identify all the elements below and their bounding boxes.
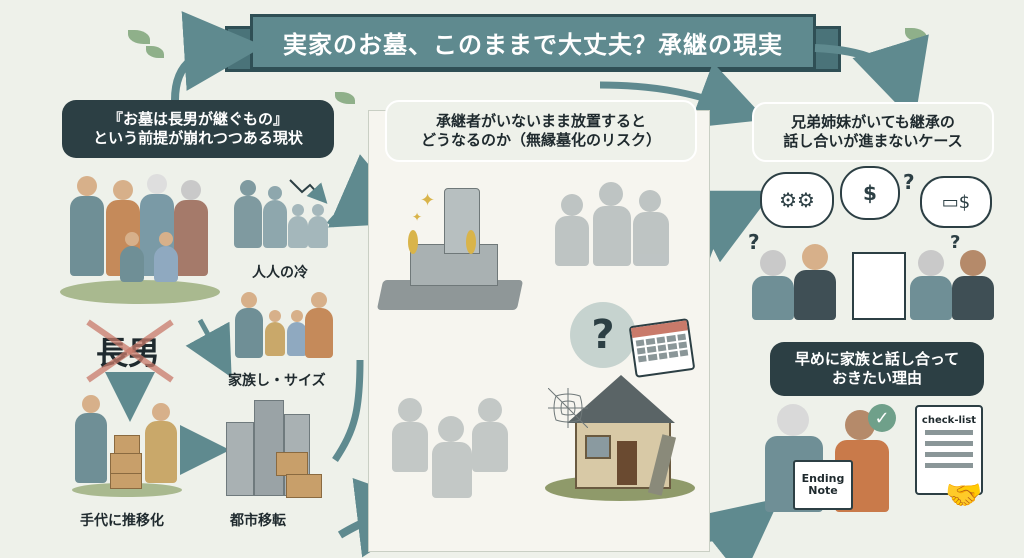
- question-mark-icon: ?: [748, 230, 760, 254]
- right-bottom-heading-line1: 早めに家族と話し合って: [794, 349, 960, 368]
- eldest-son-crossed: 長男: [82, 318, 178, 384]
- ending-note-line1: Ending: [801, 471, 845, 485]
- grave-illustration: [376, 180, 524, 315]
- thought-bubble-gears: ⚙⚙: [760, 172, 834, 228]
- left-heading-line1: 『お墓は長男が継ぐもの』: [107, 109, 288, 128]
- traditional-family-illustration: [55, 170, 225, 310]
- right-bottom-heading: 早めに家族と話し合って おきたい理由: [770, 342, 984, 396]
- ending-note-line2: Note: [808, 484, 838, 497]
- right-top-heading-line2: 話し合いが進まないケース: [783, 132, 963, 150]
- thought-bubble-cash: ▭$: [920, 176, 992, 228]
- small-family-illustration: [235, 292, 335, 362]
- siblings-discussion-illustration: [752, 242, 1002, 322]
- faded-people-top: [555, 182, 685, 282]
- question-mark-icon: ?: [950, 232, 961, 253]
- caption-top-right: 人人の冷: [252, 265, 308, 281]
- leaf-decoration: [335, 92, 355, 104]
- caption-bottom-left: 手代に推移化: [80, 513, 164, 529]
- sparkle-icon: ✦: [420, 190, 436, 211]
- page-title: 実家のお墓、このままで大丈夫？承継の現実: [250, 14, 816, 70]
- arrow-bottom-left: [332, 359, 364, 462]
- leaf-decoration: [128, 30, 150, 44]
- handshake-icon: 🤝: [945, 478, 983, 513]
- faded-people-bottom: [390, 392, 520, 502]
- abandoned-house-illustration: [545, 375, 700, 505]
- thought-bubble-money: $: [840, 166, 900, 220]
- arrow-family-to-small: [185, 318, 232, 378]
- caption-bottom-right: 都市移転: [230, 513, 286, 529]
- middle-heading-line2: どうなるのか（無縁墓化のリスク）: [420, 131, 661, 149]
- right-bottom-heading-line2: おきたい理由: [831, 369, 922, 387]
- middle-heading: 承継者がいないまま放置すると どうなるのか（無縁墓化のリスク）: [385, 100, 697, 162]
- leaf-decoration: [146, 46, 164, 58]
- arrow-title-right: [814, 34, 929, 123]
- right-top-heading-line1: 兄弟姉妹がいても継承の: [791, 112, 955, 131]
- middle-heading-line1: 承継者がいないまま放置すると: [435, 111, 646, 130]
- dollar-icon: $: [863, 181, 877, 205]
- question-mark-icon: ?: [591, 312, 615, 358]
- moving-family-illustration: [72, 395, 182, 500]
- leaf-decoration: [905, 28, 927, 42]
- arrow-title-left: [171, 11, 264, 101]
- question-mark-icon: ?: [903, 170, 915, 194]
- checklist-clipboard: check-list: [915, 405, 983, 495]
- question-bubble: ?: [570, 302, 636, 368]
- shrinking-family-illustration: [232, 180, 332, 255]
- city-illustration: [222, 400, 332, 500]
- sparkle-icon: ✦: [412, 210, 423, 224]
- caption-mid-right: 家族し・サイズ: [228, 373, 326, 389]
- spider-web-icon: [548, 388, 588, 428]
- left-heading: 『お墓は長男が継ぐもの』 という前提が崩れつつある現状: [62, 100, 334, 158]
- check-circle-icon: ✓: [868, 404, 896, 432]
- calendar-icon: [628, 318, 696, 378]
- checklist-label: check-list: [921, 415, 977, 426]
- right-top-heading: 兄弟姉妹がいても継承の 話し合いが進まないケース: [752, 102, 994, 162]
- ending-note-book: Ending Note: [793, 460, 853, 510]
- left-heading-line2: という前提が崩れつつある現状: [93, 129, 303, 147]
